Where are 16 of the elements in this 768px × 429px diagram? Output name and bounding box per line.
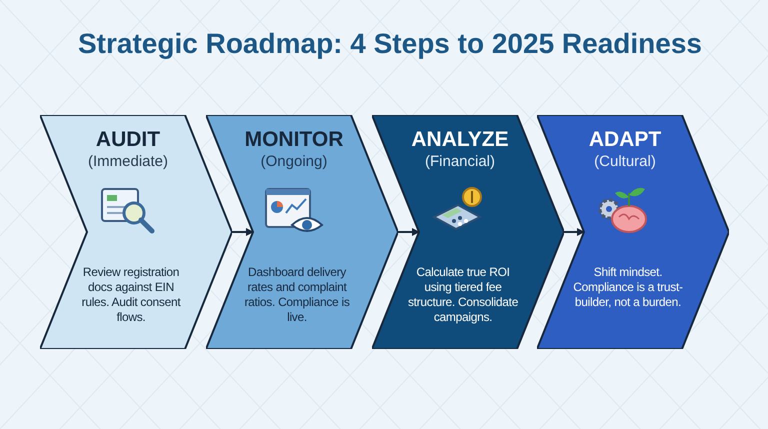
step-heading: MONITOR	[244, 127, 344, 153]
arrow	[564, 228, 585, 236]
step-heading: ADAPT	[588, 127, 662, 153]
step-subtitle: (Financial)	[424, 153, 496, 172]
step-subtitle: (Cultural)	[593, 153, 657, 172]
arrow	[232, 228, 254, 236]
step-description: Shift mindset. Compliance is a trust-builder, not a burden.	[572, 265, 684, 310]
step-heading: AUDIT	[94, 127, 162, 153]
step-subtitle: (Ongoing)	[260, 153, 328, 172]
title: Strategic Roadmap: 4 Steps to 2025 Readiness	[77, 27, 703, 61]
step-description: Calculate true ROI using tiered fee structure. Consolidate campaigns.	[406, 265, 520, 325]
arrow	[398, 228, 420, 236]
step-description: Dashboard delivery rates and complaint ratios. Compliance is live.	[243, 265, 351, 325]
step-description: Review registration docs against EIN rules. Audit consent flows.	[80, 265, 182, 325]
step-subtitle: (Immediate)	[86, 153, 170, 172]
step-heading: ANALYZE	[410, 127, 510, 153]
